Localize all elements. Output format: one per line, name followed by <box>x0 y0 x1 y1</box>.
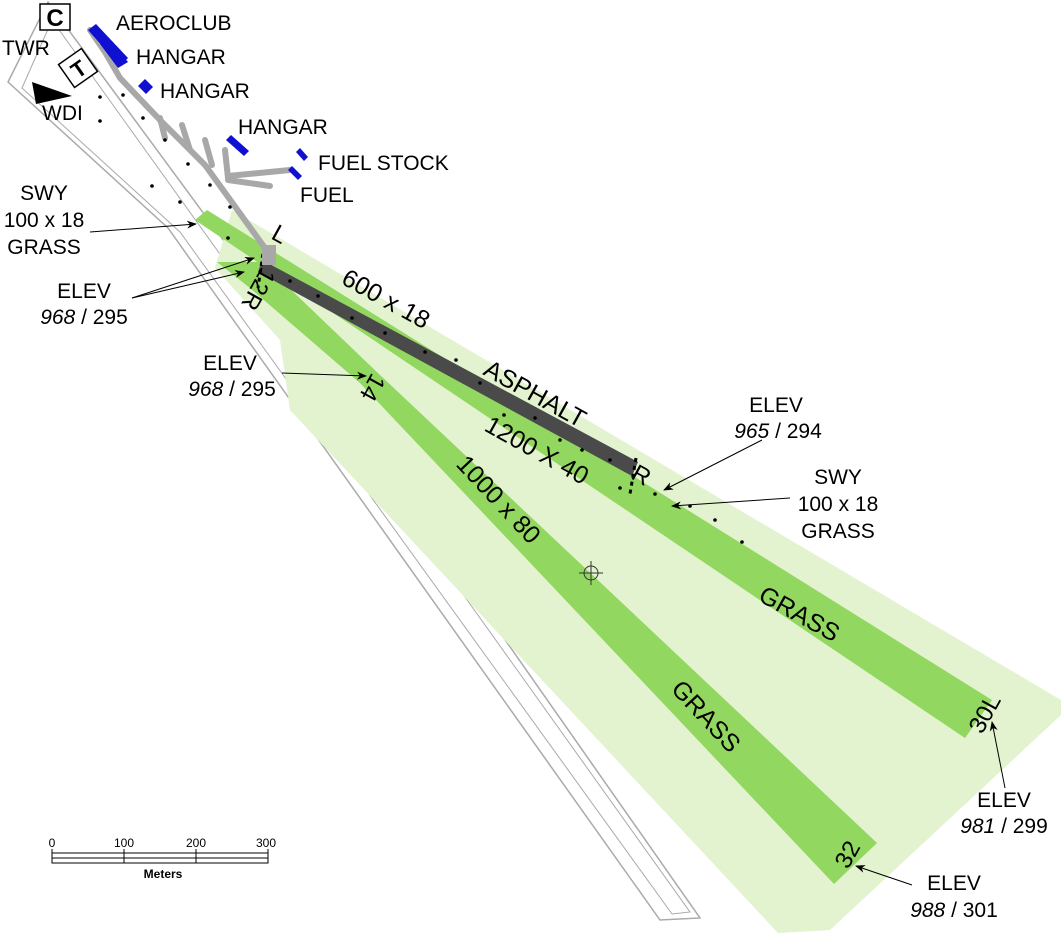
elev-asphalt-r-label: ELEV <box>749 394 803 417</box>
elev-asphalt-r-value: 965 / 294 <box>734 420 822 443</box>
fuel-label: FUEL <box>300 184 354 207</box>
control-symbol-box <box>39 3 71 31</box>
hangar-building-1 <box>100 38 128 68</box>
twr-label: TWR <box>2 37 50 60</box>
swy-nw-label: SWY <box>20 182 68 205</box>
elev-14-value: 968 / 295 <box>188 378 276 401</box>
scale-tick-300: 300 <box>256 836 276 850</box>
swy-nw-dimensions: 100 x 18 <box>4 209 85 232</box>
swy-se-label: SWY <box>814 466 862 489</box>
scale-unit: Meters <box>144 867 183 881</box>
taxiways <box>87 27 293 258</box>
hangar-label-2: HANGAR <box>160 80 250 103</box>
aeroclub-label: AEROCLUB <box>116 12 232 35</box>
elev-12r-label: ELEV <box>57 280 111 303</box>
elev-32-value: 988 / 301 <box>910 899 998 922</box>
callout-leaders <box>89 220 1006 886</box>
scale-bar: 0 100 200 300 Meters <box>49 836 277 881</box>
elev-12r-value: 968 / 295 <box>40 306 128 329</box>
airport-boundary <box>7 0 702 921</box>
hangar-label-3: HANGAR <box>238 116 328 139</box>
wind-direction-indicator-icon <box>32 82 72 104</box>
elev-30l-value: 981 / 299 <box>960 815 1048 838</box>
swy-se-dimensions: 100 x 18 <box>798 493 879 516</box>
control-symbol: C <box>46 5 63 32</box>
runway-14-32 <box>217 262 877 884</box>
hangar-label-1: HANGAR <box>136 46 226 69</box>
elev-32-label: ELEV <box>927 872 981 895</box>
scale-tick-200: 200 <box>186 836 206 850</box>
hangar-building-3 <box>226 135 249 156</box>
fuel-stock-building <box>296 148 308 161</box>
reference-point-icon <box>579 561 603 585</box>
scale-tick-0: 0 <box>49 836 56 850</box>
area-between-runways <box>470 420 960 745</box>
fuel-stock-label: FUEL STOCK <box>318 152 449 175</box>
wdi-label: WDI <box>42 102 83 125</box>
elev-14-label: ELEV <box>203 352 257 375</box>
swy-nw-surface: GRASS <box>7 236 81 259</box>
buildings <box>88 24 308 180</box>
hangar-building-2 <box>138 79 153 94</box>
fuel-building <box>288 166 302 180</box>
runway-asphalt <box>258 260 638 476</box>
taxi-symbol: T <box>57 47 99 89</box>
scale-tick-100: 100 <box>114 836 134 850</box>
elev-30l-label: ELEV <box>977 789 1031 812</box>
swy-se-surface: GRASS <box>801 520 875 543</box>
